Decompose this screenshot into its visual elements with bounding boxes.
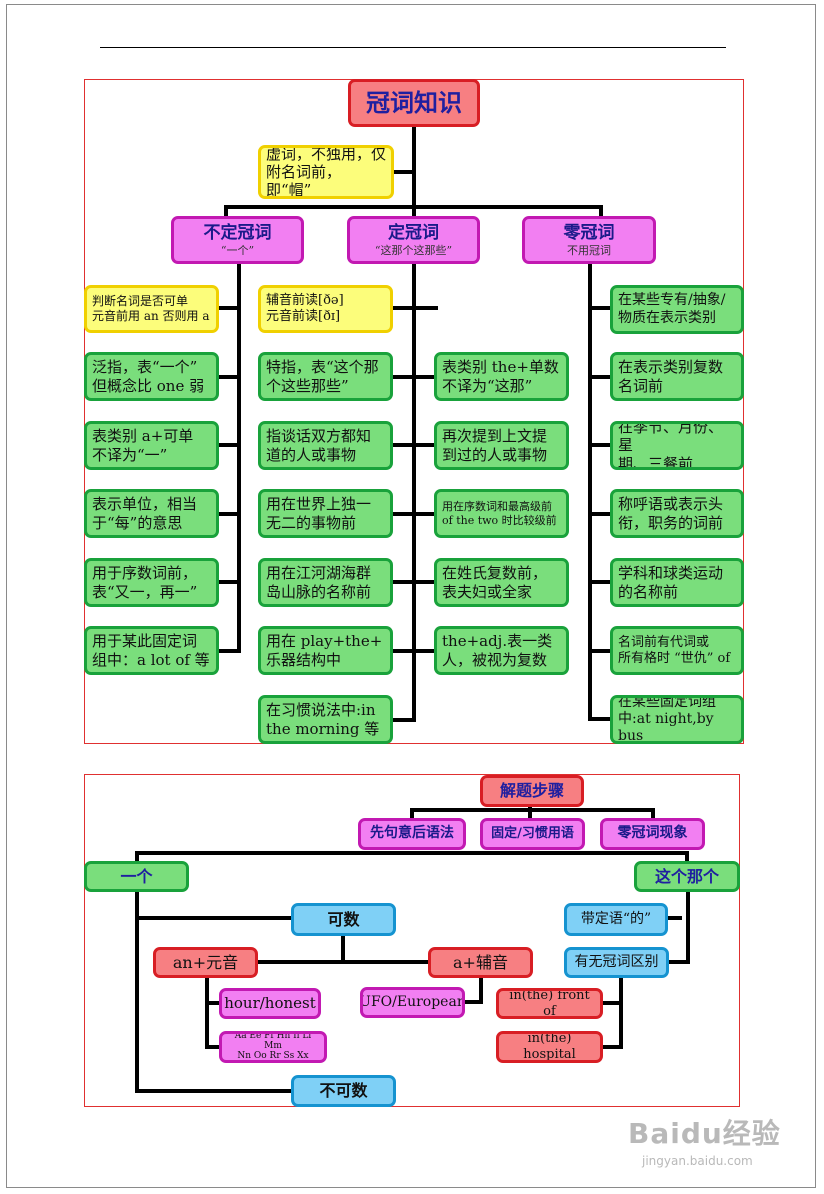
indefinite-rule: 表类别 a+可单不译为“一”	[84, 421, 219, 470]
article-definition-note: 虚词，不独用，仅附名词前，即“帽”	[258, 145, 394, 199]
zero-article-rule: 名词前有代词或所有格时 “世仇” of	[610, 626, 744, 675]
this-that-node: 这个那个	[634, 861, 740, 892]
attributive-node: 带定语“的”	[564, 903, 668, 936]
definite-rule: 用在江河湖海群岛山脉的名称前	[258, 558, 393, 607]
zero-article-rule: 在表示类别复数名词前	[610, 352, 744, 401]
definite-rule: 在姓氏复数前，表夫妇或全家	[434, 558, 569, 607]
an-vowel-node: an+元音	[153, 947, 258, 978]
indefinite-rule: 泛指，表“一个”但概念比 one 弱	[84, 352, 219, 401]
countable-node: 可数	[291, 903, 396, 936]
zero-article-rule: 称呼语或表示头衔，职务的词前	[610, 489, 744, 538]
one-node: 一个	[84, 861, 189, 892]
definite-rule: 指谈话双方都知道的人或事物	[258, 421, 393, 470]
definite-article-node: 定冠词“这那个这那些”	[347, 216, 480, 264]
definite-rule: 用在世界上独一无二的事物前	[258, 489, 393, 538]
indefinite-rule: 用于序数词前，表“又一，再一”	[84, 558, 219, 607]
step-zero-article: 零冠词现象	[600, 818, 705, 850]
definite-rule: 用在 play+the+乐器结构中	[258, 626, 393, 675]
step-fixed-phrases: 固定/习惯用语	[480, 818, 585, 850]
definite-rule: 再次提到上文提到过的人或事物	[434, 421, 569, 470]
header-rule	[100, 47, 726, 48]
definite-rule: 特指，表“这个那个这些那些”	[258, 352, 393, 401]
indefinite-usage-note: 判断名词是否可单元音前用 an 否则用 a	[84, 285, 219, 333]
zero-article-rule: 在某些专有/抽象/物质在表示类别	[610, 285, 744, 334]
hour-honest-example: hour/honest	[219, 988, 321, 1019]
zero-article-rule: 在某些固定词组中:at night,by bus	[610, 695, 744, 744]
indefinite-article-node: 不定冠词“一个”	[171, 216, 304, 264]
a-consonant-node: a+辅音	[428, 947, 533, 978]
page-frame	[6, 4, 816, 1188]
root-title: 冠词知识	[348, 79, 480, 127]
indefinite-rule: 用于某此固定词组中：a lot of 等	[84, 626, 219, 675]
step-meaning-then-grammar: 先句意后语法	[358, 818, 466, 850]
indefinite-rule: 表示单位，相当于“每”的意思	[84, 489, 219, 538]
zero-article-node: 零冠词不用冠词	[522, 216, 656, 264]
baidu-watermark: Baidu经验 jingyan.baidu.com	[628, 1117, 781, 1168]
definite-rule: the+adj.表一类人，被视为复数	[434, 626, 569, 675]
definite-pronunciation-note: 辅音前读[ðə]元音前读[ðɪ]	[258, 285, 393, 333]
ufo-european-example: UFO/European	[360, 987, 465, 1018]
definite-rule: 表类别 the+单数不译为“这那”	[434, 352, 569, 401]
in-hospital-example: in(the) hospital	[496, 1031, 603, 1063]
solving-steps-panel	[84, 774, 740, 1107]
zero-article-rule: 学科和球类运动的名称前	[610, 558, 744, 607]
zero-article-rule: 在季节、月份、星期、三餐前	[610, 421, 744, 470]
article-difference-node: 有无冠词区别	[564, 947, 669, 978]
uncountable-node: 不可数	[291, 1075, 396, 1107]
solving-steps-title: 解题步骤	[480, 775, 584, 807]
in-front-of-example: in(the) front of	[496, 988, 603, 1019]
